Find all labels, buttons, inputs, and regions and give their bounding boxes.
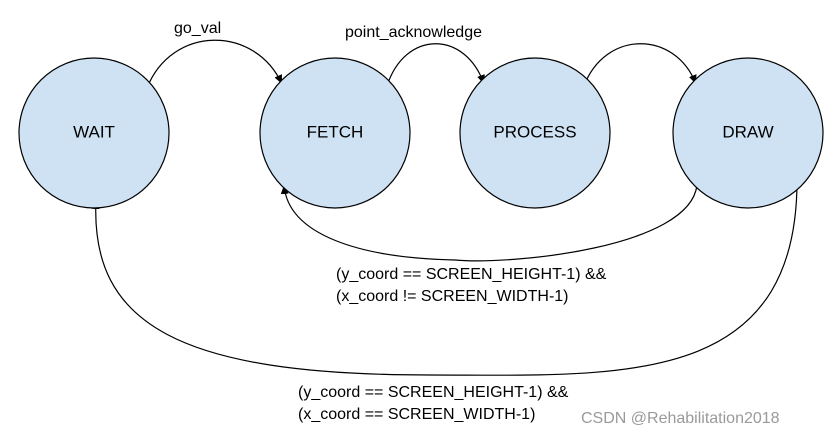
edge-fetch-to-process <box>386 43 485 87</box>
state-process-label: PROCESS <box>493 122 576 141</box>
label-point-acknowledge: point_acknowledge <box>345 24 482 41</box>
state-wait: WAIT <box>18 57 170 209</box>
label-draw-to-fetch-line2: (x_coord != SCREEN_WIDTH-1) <box>336 288 569 305</box>
state-fetch: FETCH <box>259 57 411 209</box>
label-draw-to-wait-line2: (x_coord == SCREEN_WIDTH-1) <box>298 406 535 423</box>
label-go-val: go_val <box>174 20 221 37</box>
edge-draw-to-wait <box>91 174 798 376</box>
state-process: PROCESS <box>459 57 611 209</box>
label-draw-to-fetch-line1: (y_coord == SCREEN_HEIGHT-1) && <box>336 266 607 283</box>
edge-draw-to-fetch <box>280 184 698 262</box>
watermark-text: CSDN @Rehabilitation2018 <box>581 410 780 427</box>
state-draw-label: DRAW <box>722 122 773 141</box>
state-fetch-circle <box>259 57 411 209</box>
state-process-circle <box>459 57 611 209</box>
state-draw: DRAW <box>672 57 824 209</box>
edge-process-to-draw <box>583 43 697 87</box>
state-draw-circle <box>672 57 824 209</box>
label-draw-to-wait-line1: (y_coord == SCREEN_HEIGHT-1) && <box>298 384 569 401</box>
edge-wait-to-fetch <box>146 39 283 89</box>
state-fetch-label: FETCH <box>307 122 364 141</box>
state-wait-circle <box>18 57 170 209</box>
state-wait-label: WAIT <box>73 122 115 141</box>
